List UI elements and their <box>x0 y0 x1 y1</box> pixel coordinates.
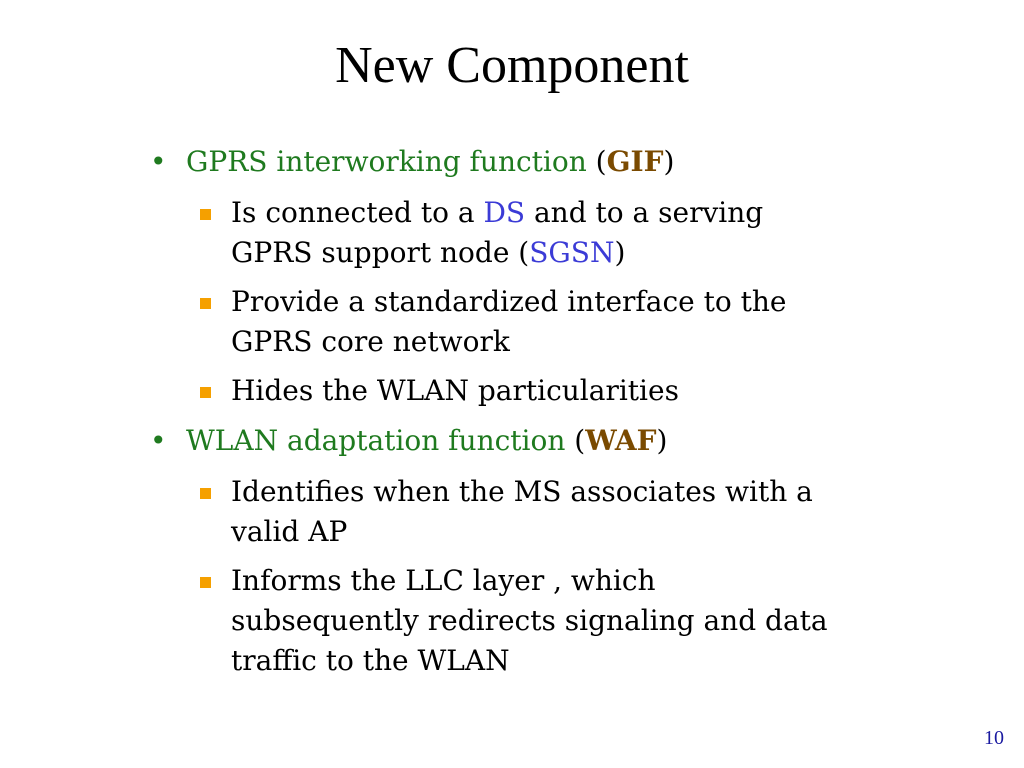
text-line: Identifies when the MS associates with a <box>231 475 813 508</box>
text-line: GPRS core network <box>231 325 510 358</box>
square-bullet-icon <box>200 577 211 588</box>
bullet-text: WLAN adaptation function (WAF) <box>186 421 667 461</box>
abbreviation: SGSN <box>529 236 615 269</box>
sub-bullet-text: Informs the LLC layer , which subsequent… <box>231 561 951 681</box>
close-paren: ) <box>656 424 668 457</box>
page-number: 10 <box>984 727 1004 749</box>
bullet-label: WLAN adaptation function <box>186 424 566 457</box>
close-paren: ) <box>663 145 675 178</box>
text-fragment: Is connected to a <box>231 196 484 229</box>
sub-bullet-text: Hides the WLAN particularities <box>231 371 951 411</box>
text-line: traffic to the WLAN <box>231 644 510 677</box>
text-line: Informs the LLC layer , which <box>231 564 656 597</box>
text-fragment: ) <box>614 236 626 269</box>
bullet-dot-icon: • <box>150 145 167 178</box>
text-line: subsequently redirects signaling and dat… <box>231 604 828 637</box>
text-line: GPRS support node (SGSN) <box>231 233 951 273</box>
abbreviation: GIF <box>606 145 664 178</box>
bullet-text: GPRS interworking function (GIF) <box>186 142 674 182</box>
bullet-label: GPRS interworking function <box>186 145 587 178</box>
open-paren: ( <box>565 424 586 457</box>
square-bullet-icon <box>200 298 211 309</box>
abbreviation: DS <box>483 196 526 229</box>
sub-bullet-text: Provide a standardized interface to the … <box>231 282 951 362</box>
abbreviation: WAF <box>585 424 657 457</box>
sub-bullet-text: Is connected to a DS and to a serving GP… <box>231 193 951 273</box>
text-fragment: GPRS support node ( <box>231 236 530 269</box>
slide-title: New Component <box>335 37 689 94</box>
text-line: Is connected to a DS and to a serving <box>231 193 951 233</box>
open-paren: ( <box>586 145 607 178</box>
text-line: Hides the WLAN particularities <box>231 374 679 407</box>
square-bullet-icon <box>200 488 211 499</box>
text-line: valid AP <box>231 515 348 548</box>
text-line: Provide a standardized interface to the <box>231 285 787 318</box>
text-fragment: and to a serving <box>525 196 764 229</box>
square-bullet-icon <box>200 209 211 220</box>
bullet-dot-icon: • <box>150 424 167 457</box>
sub-bullet-text: Identifies when the MS associates with a… <box>231 472 951 552</box>
square-bullet-icon <box>200 387 211 398</box>
